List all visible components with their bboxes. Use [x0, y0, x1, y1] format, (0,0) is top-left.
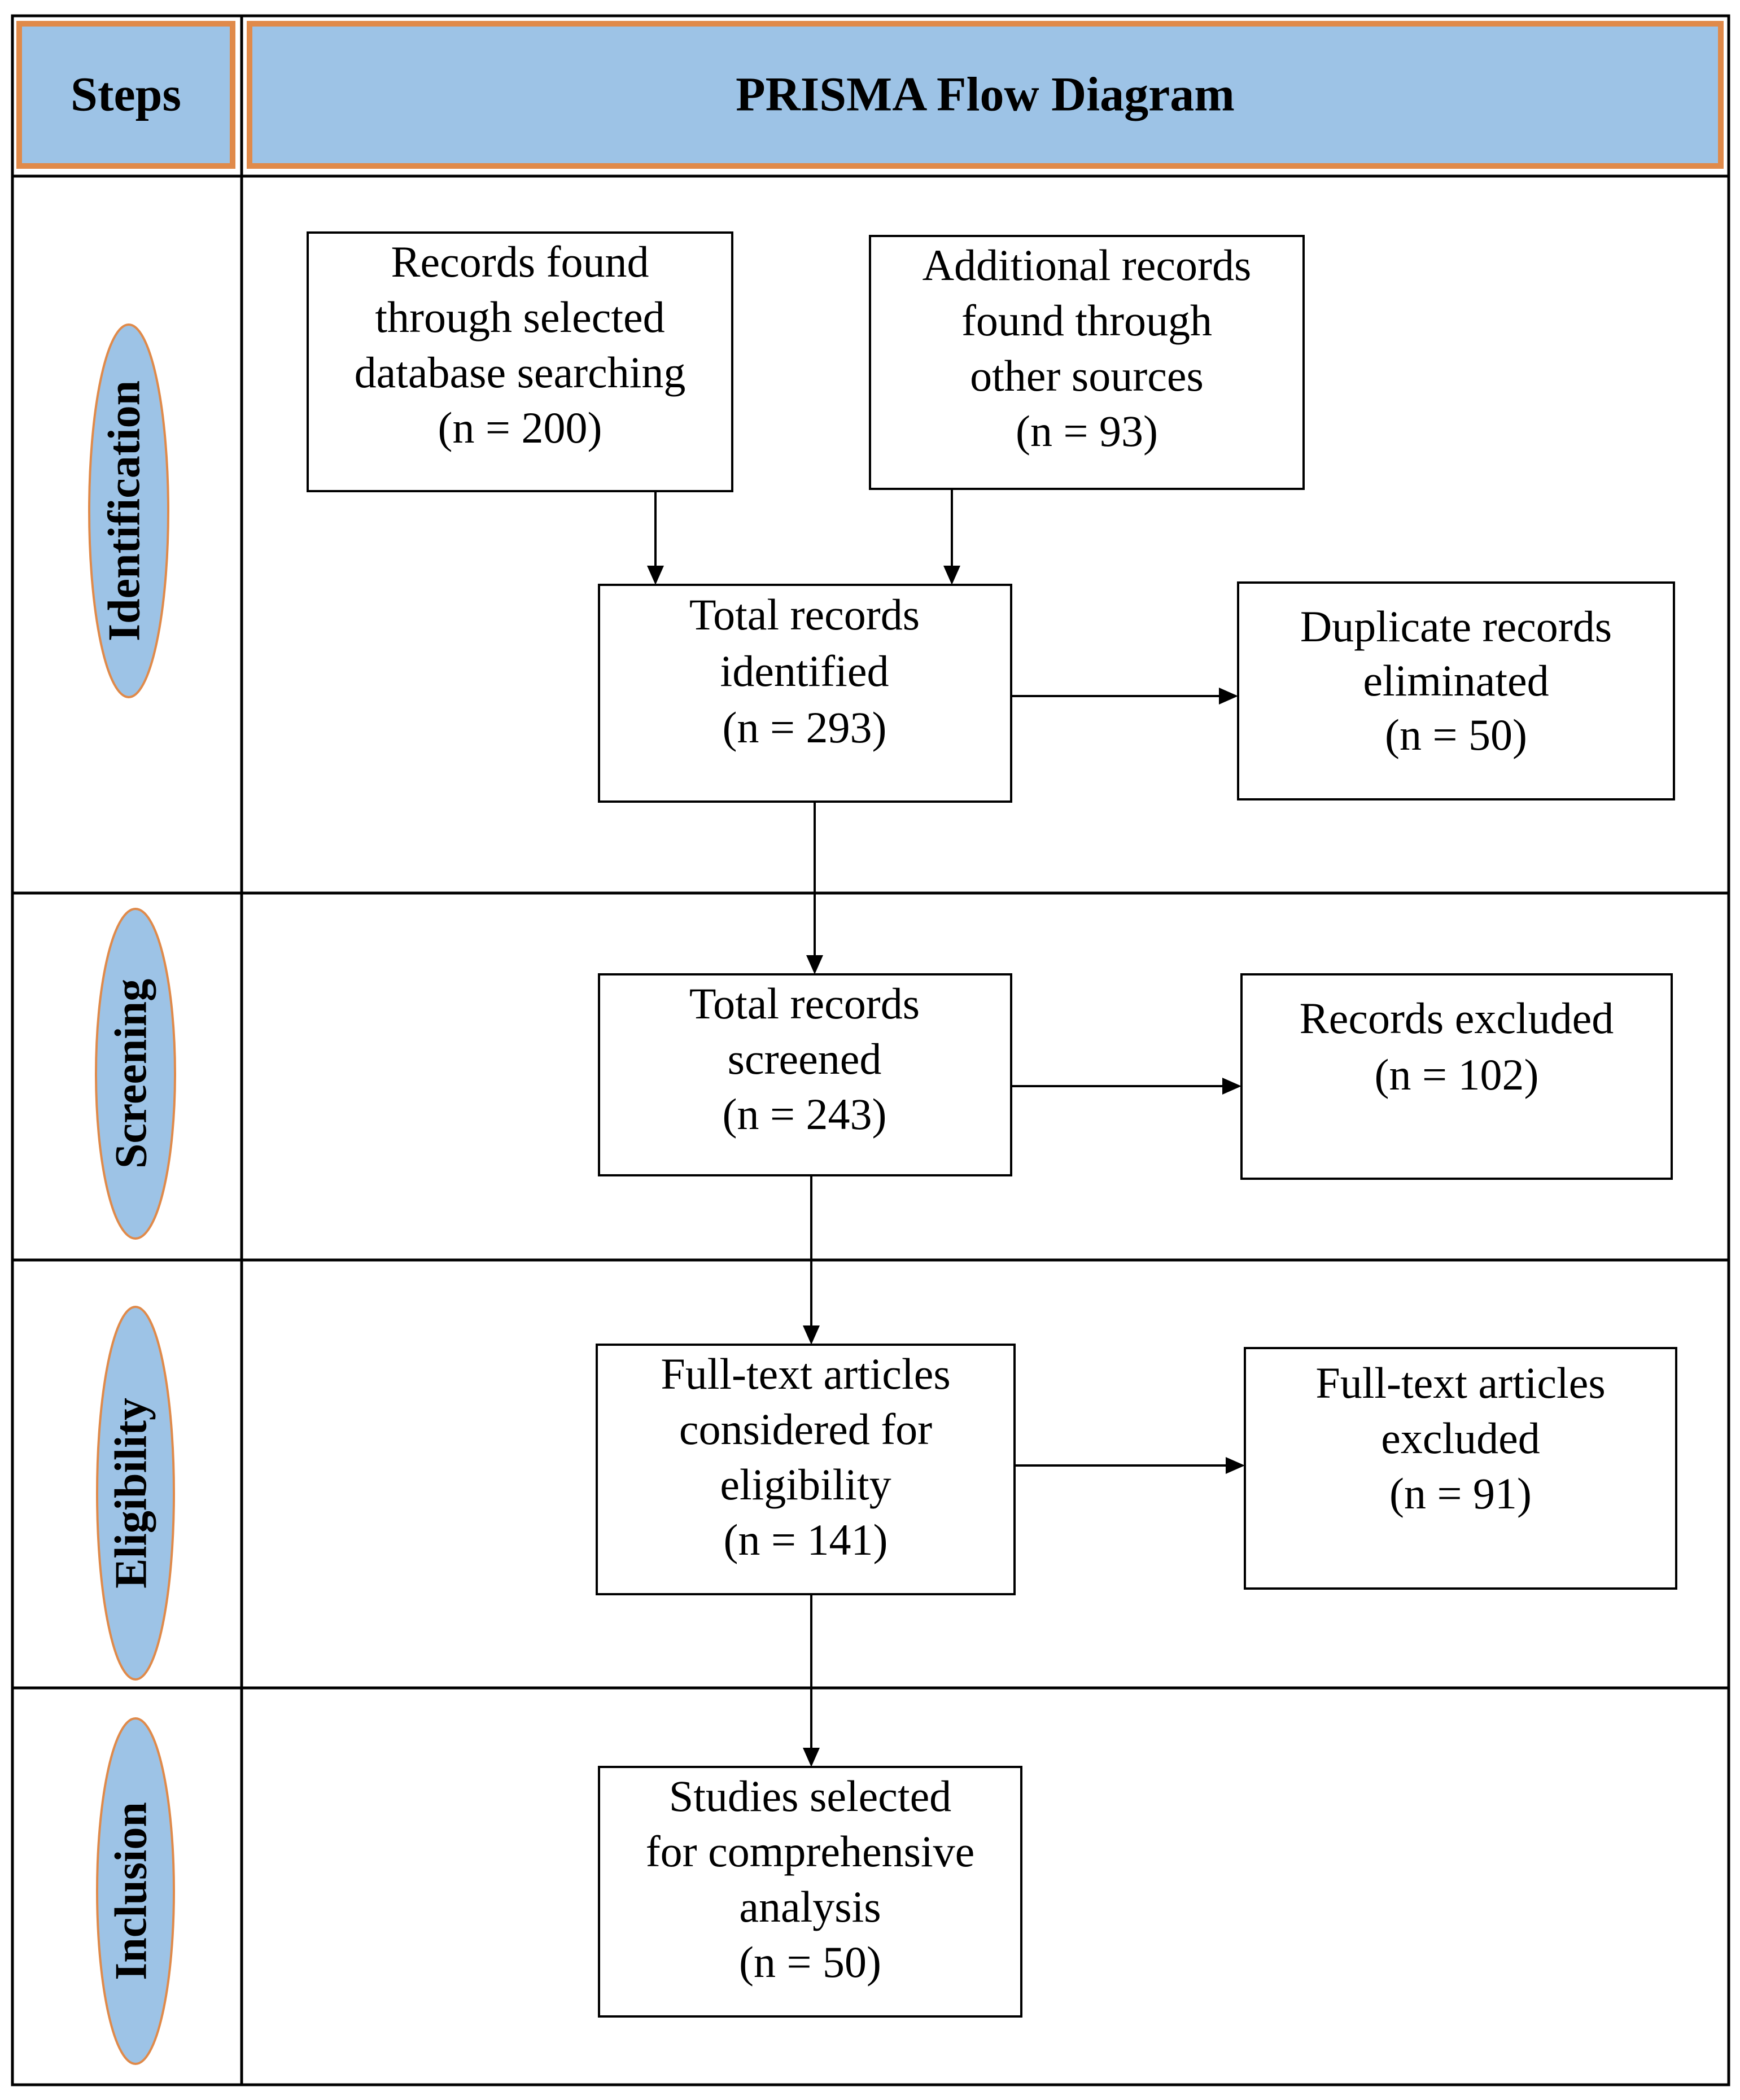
- box-text-line: screened: [728, 1034, 882, 1083]
- arrow-identified-to-screened: [806, 802, 823, 974]
- box-text-line: (n = 50): [739, 1937, 881, 1987]
- arrows: [647, 489, 1245, 1767]
- box-text-line: Studies selected: [669, 1771, 951, 1821]
- box-frame: [598, 584, 1012, 803]
- step-label: Inclusion: [106, 1802, 156, 1980]
- arrow-other-to-total: [943, 489, 960, 585]
- arrow-fulltext-to-included: [803, 1594, 820, 1767]
- box-other-records: Additional records found through other sou…: [869, 235, 1305, 490]
- header-title-box: [247, 21, 1724, 169]
- box-text-line: found through: [961, 296, 1212, 345]
- box-frame: [598, 973, 1012, 1176]
- arrow-screened-to-excluded: [1011, 1078, 1241, 1095]
- box-records-excluded: Records excluded (n = 102): [1240, 973, 1673, 1180]
- box-text: Studies selected for comprehensive analysi…: [646, 1771, 975, 1987]
- box-total-identified: Total records identified (n = 293): [598, 584, 1012, 803]
- box-text-line: Total records: [689, 979, 920, 1028]
- box-text-line: eligibility: [720, 1460, 891, 1509]
- step-ellipse: [96, 1717, 175, 2065]
- box-text: Records excluded (n = 102): [1300, 994, 1614, 1099]
- box-text-line: Records found: [391, 237, 649, 286]
- box-frame: [1240, 973, 1673, 1180]
- arrowhead: [647, 566, 664, 585]
- box-text-line: Full-text articles: [661, 1349, 950, 1398]
- arrow-screened-to-fulltext: [803, 1175, 820, 1345]
- box-text-line: excluded: [1381, 1414, 1540, 1463]
- box-frame: [307, 231, 733, 492]
- box-text-line: (n = 293): [723, 703, 887, 752]
- box-text-line: Duplicate records: [1300, 602, 1612, 651]
- box-text-line: (n = 91): [1389, 1469, 1532, 1518]
- box-screened: Total records screened (n = 243): [598, 973, 1012, 1176]
- box-text: Duplicate records eliminated (n = 50): [1300, 602, 1612, 759]
- box-text-line: database searching: [355, 348, 686, 397]
- step-ellipse: [95, 908, 176, 1240]
- box-text-line: identified: [720, 646, 889, 695]
- header-steps-box: [16, 21, 235, 169]
- box-text-line: analysis: [739, 1882, 881, 1931]
- box-frame: [596, 1344, 1016, 1595]
- step-label: Eligibility: [106, 1398, 156, 1589]
- box-frame: [869, 235, 1305, 490]
- box-fulltext-excluded: Full-text articles excluded (n = 91): [1244, 1347, 1677, 1590]
- header-title-cell: PRISMA Flow Diagram: [247, 21, 1724, 169]
- step-inclusion: Inclusion: [96, 1717, 175, 2065]
- box-text-line: for comprehensive: [646, 1827, 975, 1876]
- box-text-line: eliminated: [1363, 656, 1549, 705]
- step-eligibility: Eligibility: [96, 1306, 175, 1681]
- box-text-line: Records excluded: [1300, 994, 1614, 1043]
- step-label: Screening: [106, 979, 156, 1169]
- step-ellipse: [96, 1306, 175, 1681]
- box-text-line: (n = 200): [438, 403, 602, 452]
- box-text: Total records identified (n = 293): [689, 590, 920, 752]
- box-text-line: other sources: [970, 351, 1204, 400]
- arrow-fulltext-to-excluded: [1015, 1457, 1245, 1474]
- step-identification: Identification: [88, 323, 169, 698]
- box-studies-included: Studies selected for comprehensive analysi…: [598, 1766, 1022, 2018]
- box-frame: [598, 1766, 1022, 2018]
- box-text: Additional records found through other sou…: [923, 240, 1252, 456]
- box-frame: [1244, 1347, 1677, 1590]
- header-title: PRISMA Flow Diagram: [736, 67, 1235, 121]
- box-text-line: (n = 93): [1016, 406, 1158, 456]
- arrow-db-to-total: [647, 491, 664, 585]
- arrowhead: [1219, 688, 1238, 705]
- box-text-line: Full-text articles: [1315, 1358, 1605, 1407]
- arrowhead: [1226, 1457, 1245, 1474]
- arrowhead: [803, 1325, 820, 1345]
- box-text-line: Additional records: [923, 240, 1252, 290]
- box-text: Total records screened (n = 243): [689, 979, 920, 1139]
- arrowhead: [1222, 1078, 1241, 1095]
- step-ellipse: [88, 323, 169, 698]
- box-text-line: (n = 141): [724, 1515, 888, 1564]
- arrowhead: [943, 566, 960, 585]
- arrowhead: [806, 955, 823, 974]
- arrowhead: [803, 1748, 820, 1767]
- step-label: Identification: [99, 380, 149, 641]
- arrow-total-to-duplicates: [1011, 688, 1238, 705]
- box-text-line: through selected: [375, 292, 664, 342]
- box-text-line: considered for: [679, 1405, 932, 1454]
- box-text: Full-text articles considered for eligibil…: [661, 1349, 950, 1564]
- box-text-line: (n = 243): [723, 1090, 887, 1139]
- header-steps-cell: Steps: [16, 21, 235, 169]
- box-database-records: Records found through selected database se…: [307, 231, 733, 492]
- box-text-line: (n = 102): [1375, 1050, 1539, 1099]
- box-text-line: (n = 50): [1385, 710, 1527, 759]
- box-duplicates: Duplicate records eliminated (n = 50): [1237, 581, 1675, 800]
- box-text: Records found through selected database se…: [355, 237, 686, 452]
- box-text-line: Total records: [689, 590, 920, 639]
- box-text: Full-text articles excluded (n = 91): [1315, 1358, 1605, 1518]
- box-frame: [1237, 581, 1675, 800]
- table-frame: [11, 14, 1730, 2086]
- step-screening: Screening: [95, 908, 176, 1240]
- header-steps-label: Steps: [71, 67, 181, 121]
- box-fulltext-eligibility: Full-text articles considered for eligibil…: [596, 1344, 1016, 1595]
